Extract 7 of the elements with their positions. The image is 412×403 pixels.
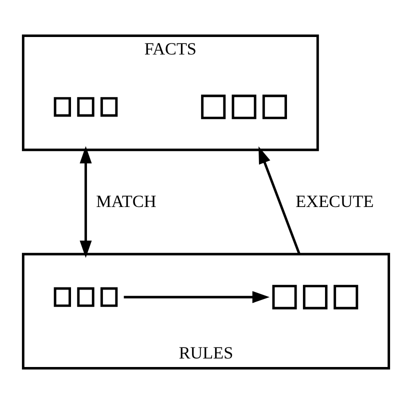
cluster: RULES xyxy=(22,252,390,369)
arrow xyxy=(258,146,301,254)
arrow xyxy=(80,146,92,258)
cluster: FACTS xyxy=(22,34,319,151)
edge-label: EXECUTE xyxy=(296,192,374,211)
edge-label: MATCH xyxy=(96,192,156,211)
arrow xyxy=(124,290,270,303)
